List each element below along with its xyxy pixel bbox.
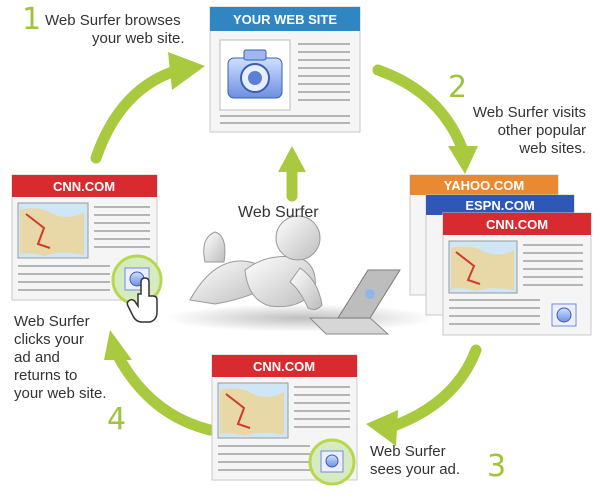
surfer-arm <box>289 267 323 310</box>
step-4-line: ad and <box>14 349 60 366</box>
step-4-line: clicks your <box>14 331 85 348</box>
step-3-number: 3 <box>487 449 507 484</box>
your-web-site-label: YOUR WEB SITE <box>233 12 337 27</box>
arrow-head-3 <box>366 410 398 446</box>
cnn-page-bottom: CNN.COM <box>211 354 358 486</box>
arrow-head-2 <box>448 146 478 174</box>
map-image-left <box>17 202 89 259</box>
surfer-head <box>275 215 321 261</box>
step-4-text: Web Surfer clicks your ad and returns to… <box>14 313 107 403</box>
camera-icon <box>227 49 283 99</box>
step-3-line: Web Surfer <box>370 443 446 460</box>
arrow-top-right <box>372 64 468 154</box>
arrow-top-left <box>90 64 184 164</box>
ad-camera-icon-bottom <box>325 454 339 468</box>
cnn-label-right: CNN.COM <box>486 217 548 232</box>
step-2-line: web sites. <box>519 140 586 157</box>
step-2-number: 2 <box>448 70 468 105</box>
step-1-line: your web site. <box>92 30 185 47</box>
step-1-number: 1 <box>22 2 42 37</box>
espn-label: ESPN.COM <box>465 198 534 213</box>
arrow-bottom-left <box>112 350 216 436</box>
arrow-head-center <box>278 146 306 172</box>
laptop-icon <box>308 269 401 335</box>
step-2-line: Web Surfer visits <box>472 104 586 121</box>
step-2-text: Web Surfer visits other popular web site… <box>438 104 586 158</box>
hand-cursor-icon <box>126 277 158 323</box>
ad-camera-icon-right <box>556 307 572 323</box>
step-4-line: your web site. <box>14 385 107 402</box>
cycle-arrows <box>90 64 482 436</box>
cnn-label-left: CNN.COM <box>53 179 115 194</box>
arrow-head-1 <box>168 52 205 90</box>
web-surfer-label: Web Surfer <box>238 204 319 221</box>
cnn-page-left: CNN.COM <box>11 174 163 323</box>
web-surfer-figure <box>165 215 435 335</box>
step-3-line: sees your ad. <box>370 461 461 478</box>
step-4-line: returns to <box>14 367 78 384</box>
yahoo-label: YAHOO.COM <box>444 178 524 193</box>
step-2-line: other popular <box>497 122 586 139</box>
cnn-label-bottom: CNN.COM <box>253 359 315 374</box>
map-image-bottom <box>217 382 289 439</box>
step-4-number: 4 <box>107 402 127 437</box>
cnn-page-right: CNN.COM <box>442 212 592 336</box>
map-image-right <box>448 240 518 294</box>
your-web-site-page: YOUR WEB SITE <box>209 6 361 133</box>
step-1-line: Web Surfer browses <box>45 12 181 29</box>
arrow-head-4 <box>104 330 132 360</box>
step-4-line: Web Surfer <box>14 313 90 330</box>
arrow-heads <box>104 52 478 446</box>
step-3-text: Web Surfer sees your ad. <box>370 443 460 479</box>
step-1-text: Web Surfer browses your web site. <box>45 12 185 48</box>
arrow-bottom-right <box>382 344 482 434</box>
